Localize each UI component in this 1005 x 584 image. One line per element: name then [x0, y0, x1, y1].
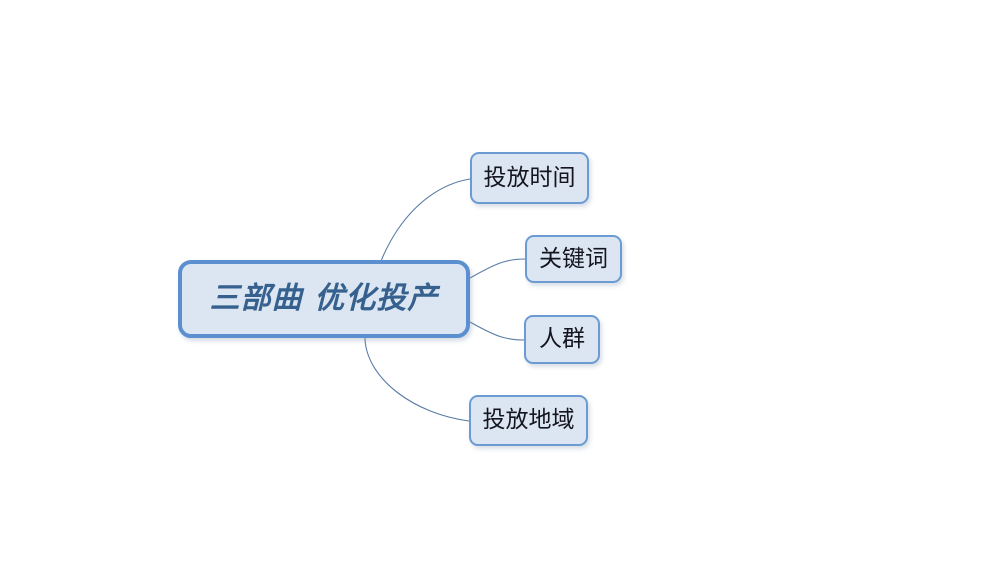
branch-node-人群[interactable]: 人群 [524, 315, 600, 364]
branch-node-关键词[interactable]: 关键词 [525, 235, 622, 283]
connector-to-关键词 [469, 258, 526, 279]
connector-to-人群 [469, 321, 525, 341]
connector-to-投放地域 [364, 339, 470, 422]
branch-node-label: 投放地域 [482, 407, 575, 433]
branch-node-label: 人群 [539, 326, 585, 352]
root-node-label: 三部曲 优化投产 [209, 281, 439, 316]
branch-node-投放时间[interactable]: 投放时间 [470, 152, 589, 204]
branch-node-label: 投放时间 [483, 164, 576, 191]
branch-node-投放地域[interactable]: 投放地域 [469, 395, 588, 446]
root-node[interactable]: 三部曲 优化投产 [178, 260, 470, 338]
branch-node-label: 关键词 [539, 245, 608, 272]
